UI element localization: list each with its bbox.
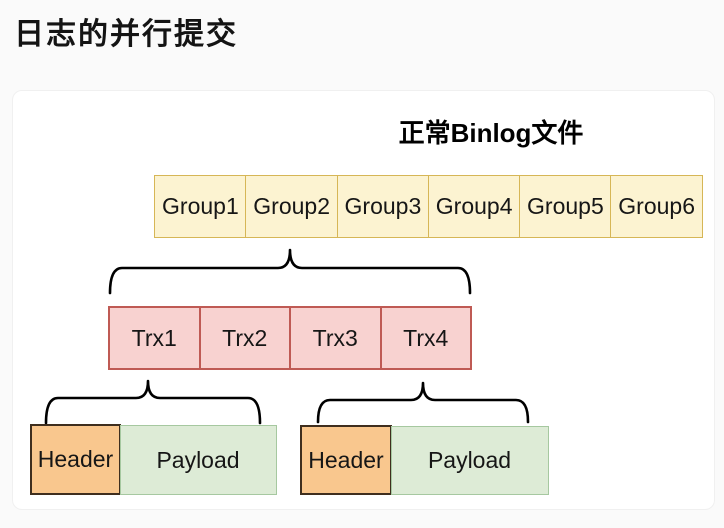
binlog-group-cell: Group6 xyxy=(610,175,703,238)
diagram-title: 正常Binlog文件 xyxy=(398,118,584,148)
binlog-group-row: Group1 Group2 Group3 Group4 Group5 Group… xyxy=(154,175,703,238)
transaction-cell: Trx3 xyxy=(289,306,382,370)
trx1-payload-box: Payload xyxy=(119,425,277,495)
binlog-group-cell: Group5 xyxy=(519,175,612,238)
trx4-payload-box: Payload xyxy=(390,426,549,495)
transaction-cell: Trx2 xyxy=(198,306,291,370)
trx4-header-box: Header xyxy=(300,425,392,495)
page-title: 日志的并行提交 xyxy=(14,18,238,51)
transaction-cell: Trx4 xyxy=(379,306,472,370)
transaction-row: Trx1 Trx2 Trx3 Trx4 xyxy=(108,306,472,370)
binlog-group-cell: Group1 xyxy=(154,175,247,238)
trx1-header-box: Header xyxy=(30,424,121,495)
binlog-group-cell: Group4 xyxy=(427,175,521,238)
binlog-group-cell: Group3 xyxy=(336,175,430,238)
transaction-cell: Trx1 xyxy=(108,306,201,370)
binlog-group-cell: Group2 xyxy=(245,175,338,238)
